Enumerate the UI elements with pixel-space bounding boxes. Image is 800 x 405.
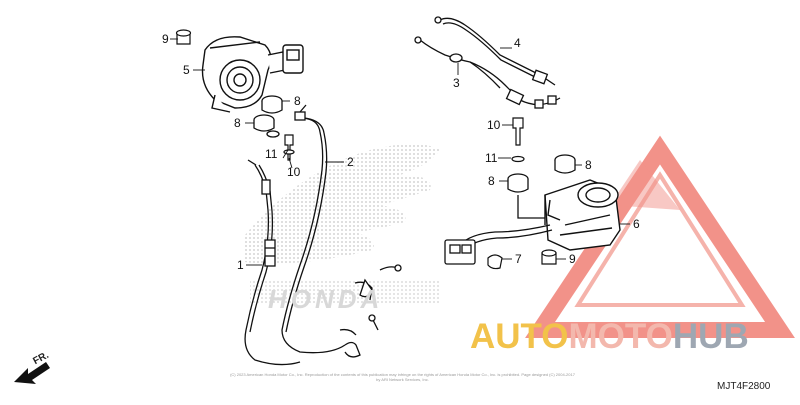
front-direction-arrow-icon <box>14 362 50 384</box>
actuator-lower <box>544 179 621 251</box>
callout-5: 5 <box>183 63 190 77</box>
callout-1: 1 <box>237 258 244 272</box>
callout-7: 7 <box>515 252 522 266</box>
clip-and-cap-lower <box>487 249 557 270</box>
watermark-part-auto: AUTO <box>470 317 569 356</box>
callout-9-upper: 9 <box>162 32 169 46</box>
callout-2: 2 <box>347 155 354 169</box>
rubber-mount-upper <box>253 95 283 138</box>
diagram-code: MJT4F2800 <box>717 381 771 392</box>
bolt-lower <box>511 117 525 163</box>
honda-brand-text: HONDA <box>268 284 384 314</box>
callout-8-lower-a: 8 <box>488 174 495 188</box>
callout-4: 4 <box>514 36 521 50</box>
callout-9-lower: 9 <box>569 252 576 266</box>
wire-harness <box>444 224 553 265</box>
rubber-mount-lower <box>507 154 576 219</box>
callout-6: 6 <box>633 217 640 231</box>
leader-lines <box>170 38 630 266</box>
callout-11-upper: 11 <box>265 147 278 161</box>
callout-3: 3 <box>453 76 460 90</box>
callout-10-upper: 10 <box>287 165 301 179</box>
callout-8-upper-b: 8 <box>234 116 241 130</box>
watermark-part-moto: MOTO <box>568 317 673 356</box>
actuator-upper <box>201 36 304 113</box>
copyright-notice: (C) 2023 American Honda Motor Co., Inc. … <box>230 372 575 382</box>
honda-wing-logo <box>245 144 440 305</box>
callout-11-lower: 11 <box>485 151 498 165</box>
cap-upper <box>175 29 192 45</box>
automotohub-watermark: AUTOMOTOHUB <box>470 318 749 356</box>
callout-8-upper-a: 8 <box>294 94 301 108</box>
callout-10-lower: 10 <box>487 118 501 132</box>
throttle-cables <box>244 104 402 366</box>
callout-8-lower-b: 8 <box>585 158 592 172</box>
watermark-part-hub: HUB <box>672 317 749 356</box>
cables-upper-right <box>414 16 561 109</box>
bolt-upper <box>283 134 295 161</box>
